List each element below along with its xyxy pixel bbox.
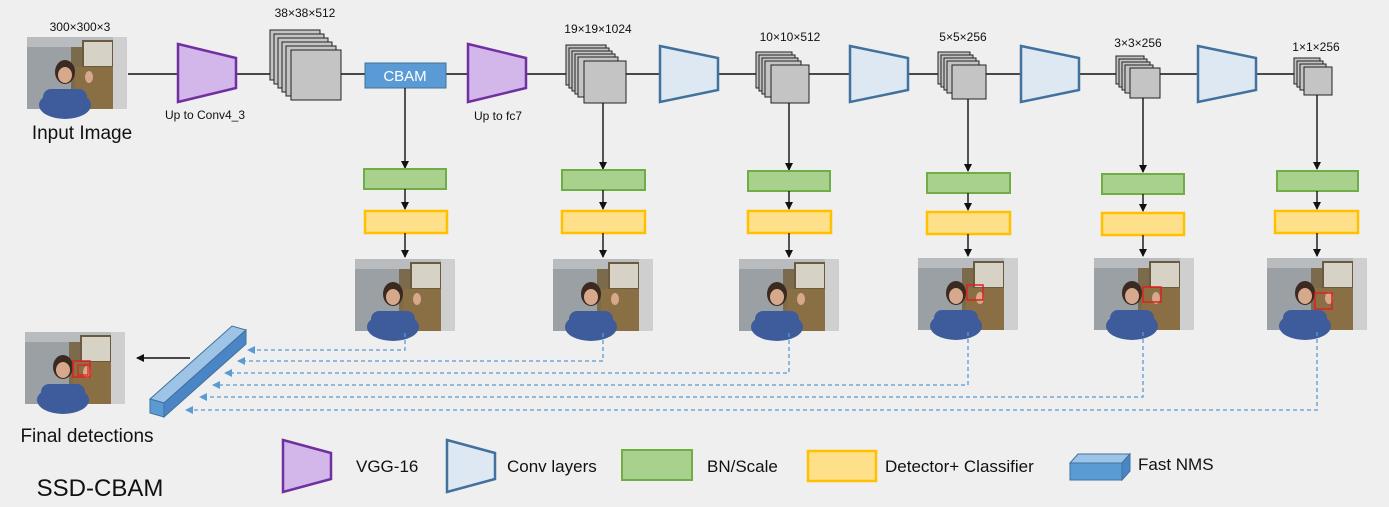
nms-input-lines (185, 332, 1318, 414)
vgg-block-label: Up to Conv4_3 (165, 108, 245, 122)
feature-map-label: 3×3×256 (1114, 36, 1162, 50)
bn-scale-block (926, 172, 1011, 194)
detector-classifier-block (1273, 209, 1360, 235)
conv-block (1019, 44, 1081, 104)
detection-box (966, 284, 984, 301)
vgg-block-label: Up to fc7 (474, 109, 522, 123)
feature-map-stack (937, 51, 987, 100)
feature-map-label: 10×10×512 (760, 30, 821, 44)
diagram-title: SSD-CBAM (37, 475, 164, 502)
detector-classifier-block (1100, 211, 1186, 237)
detection-result-image (738, 258, 840, 342)
legend-det-swatch (806, 449, 878, 483)
detector-classifier-block (925, 210, 1012, 236)
detection-result-image (917, 257, 1019, 341)
legend-label: VGG-16 (356, 457, 418, 476)
detection-branch (738, 103, 840, 342)
feature-map-stack (269, 29, 342, 101)
legend-label: Conv layers (507, 457, 597, 476)
detection-branch (1266, 95, 1368, 341)
conv-block (848, 44, 910, 104)
conv-block (1196, 44, 1258, 104)
legend-label: Fast NMS (1138, 455, 1214, 474)
detector-classifier-block (746, 209, 833, 235)
feature-map-stack (1293, 57, 1333, 96)
legend-conv-swatch (445, 438, 497, 494)
legend: VGG-16 Conv layers BN/Scale Detector+ Cl… (281, 438, 1214, 494)
detection-result-image (354, 258, 456, 342)
legend-bn-swatch (621, 449, 693, 481)
final-detection-image (24, 331, 126, 415)
bn-scale-block (561, 169, 646, 191)
legend-label: BN/Scale (707, 457, 778, 476)
detection-box (1314, 292, 1333, 310)
bn-scale-block (363, 168, 447, 190)
input-caption: Input Image (32, 123, 132, 144)
legend-label: Detector+ Classifier (885, 457, 1034, 476)
legend-vgg-swatch (281, 438, 333, 494)
vgg-block-fc7 (466, 42, 528, 104)
detection-branch (1093, 98, 1195, 341)
feature-map-label: 5×5×256 (939, 30, 987, 44)
detection-result-image (1266, 257, 1368, 341)
detection-box (1142, 286, 1162, 303)
feature-map-stack (755, 51, 810, 104)
legend-nms-swatch (1068, 452, 1132, 482)
feature-map-label: 38×38×512 (275, 6, 336, 20)
feature-map-stack (1115, 55, 1161, 99)
detection-branch (552, 103, 654, 342)
cbam-block (364, 62, 447, 89)
bn-scale-block (747, 170, 831, 192)
detection-result-image (1093, 257, 1195, 341)
detector-classifier-block (560, 209, 647, 235)
conv-block (658, 44, 720, 104)
input-dims-label: 300×300×3 (50, 20, 111, 34)
detector-classifier-block (363, 209, 449, 235)
fast-nms-block (148, 325, 248, 419)
bn-scale-block (1101, 173, 1185, 195)
detection-branch (354, 88, 456, 342)
feature-map-label: 1×1×256 (1292, 40, 1340, 54)
feature-map-label: 19×19×1024 (564, 22, 632, 36)
output-caption: Final detections (20, 426, 153, 447)
vgg-block-conv4-3 (176, 42, 238, 104)
final-detection-box-inner (77, 364, 89, 376)
final-detection-box-outer (72, 360, 91, 378)
detection-branch (917, 99, 1019, 341)
bn-scale-block (1276, 170, 1359, 192)
input-image (26, 36, 128, 120)
feature-map-stack (565, 44, 627, 104)
cbam-label: CBAM (383, 68, 426, 85)
detection-result-image (552, 258, 654, 342)
